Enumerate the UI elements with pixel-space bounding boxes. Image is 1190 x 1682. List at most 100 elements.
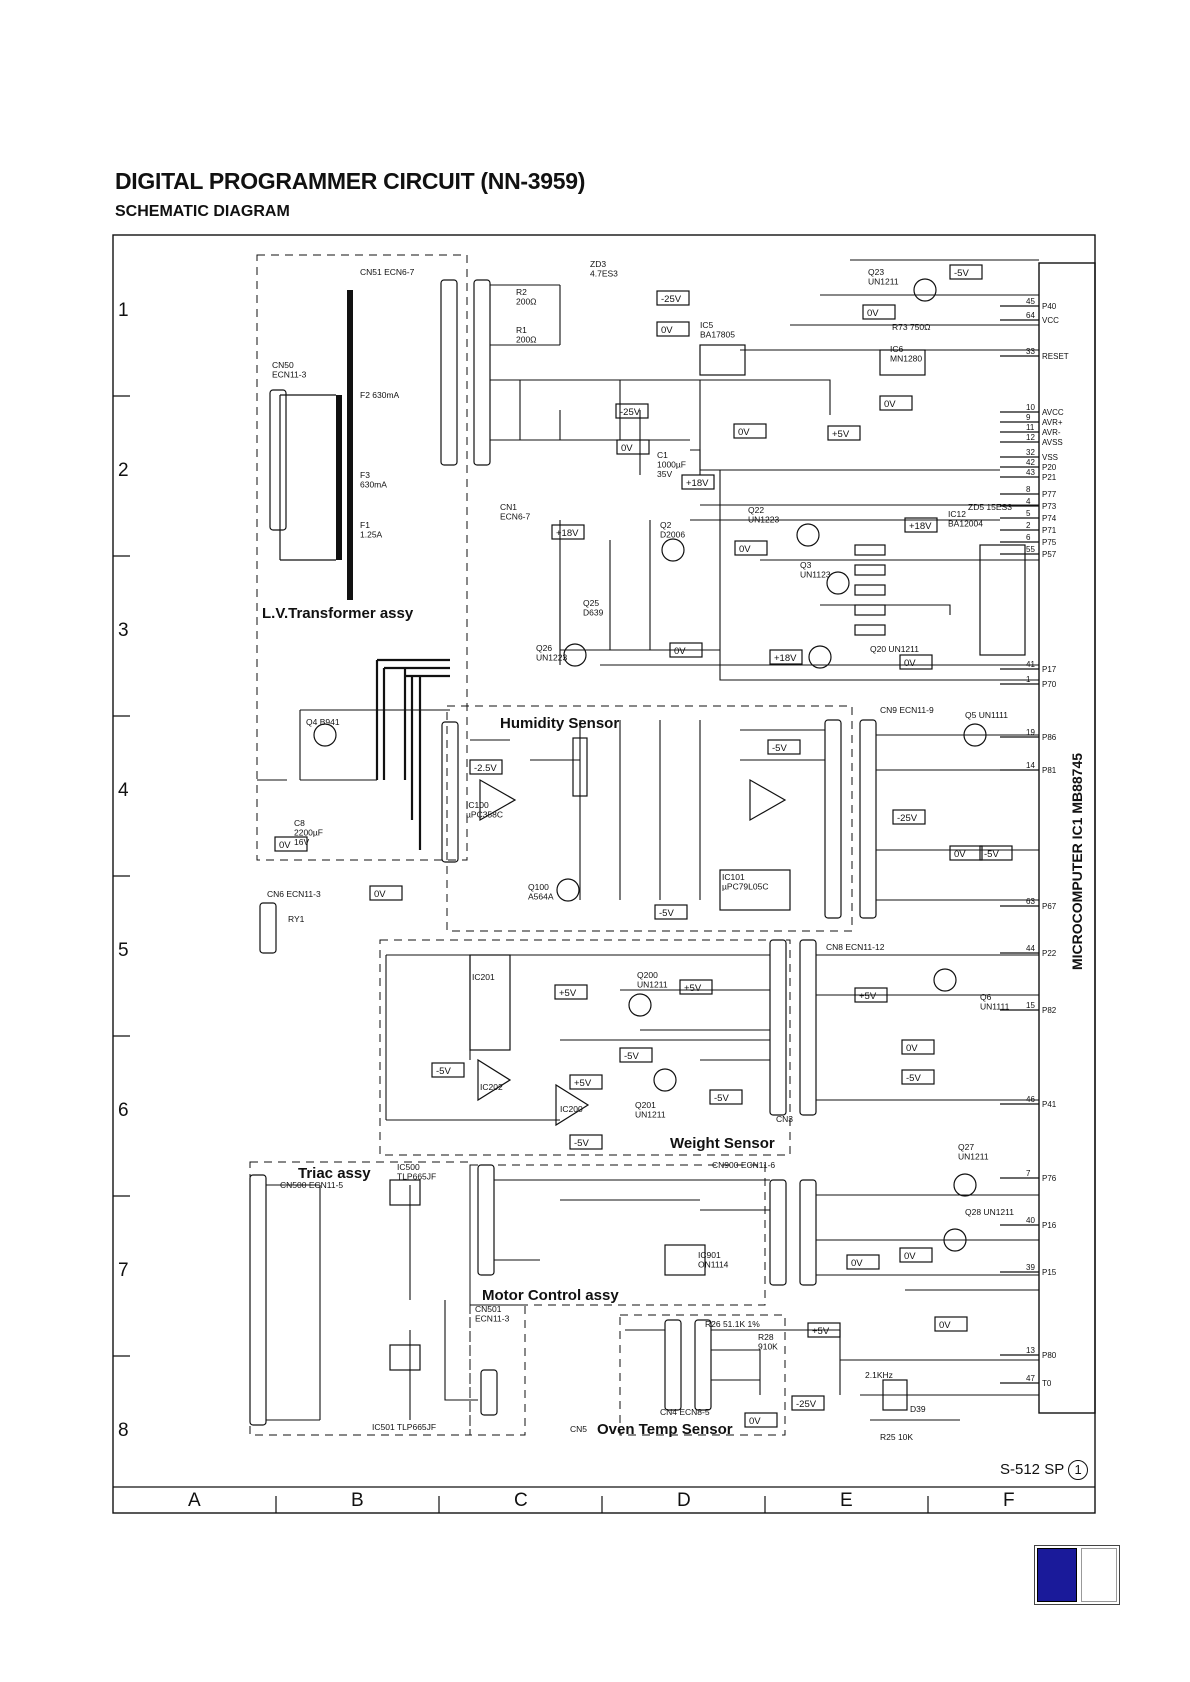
component-q23-line: Q23 bbox=[868, 267, 884, 277]
rail-tag-box bbox=[899, 1247, 933, 1263]
rail-tag-label: +18V bbox=[686, 478, 709, 489]
connector-cn8: CN8 ECN11-12 bbox=[826, 942, 885, 952]
component-q200-line: UN1211 bbox=[637, 980, 668, 990]
rail-tag-label: -5V bbox=[906, 1073, 921, 1084]
mcu-pin-name: P67 bbox=[1042, 902, 1057, 911]
rail-tag-label: 0V bbox=[674, 646, 686, 657]
mcu-label: MICROCOMPUTER IC1 MB88745 bbox=[1069, 753, 1085, 970]
rail-tag-label: 0V bbox=[739, 544, 751, 555]
mcu-pin-number: 40 bbox=[1026, 1216, 1035, 1225]
rail-tag-box bbox=[616, 439, 650, 455]
mcu-pin-name: AVR+ bbox=[1042, 418, 1063, 427]
page-navigator[interactable] bbox=[1034, 1545, 1120, 1605]
connector-cn1-line: CN1 bbox=[500, 502, 517, 512]
component-q6-line: Q6 bbox=[980, 992, 992, 1002]
rail-tag-box bbox=[901, 1069, 935, 1085]
sheet-number: 1 bbox=[1074, 1462, 1082, 1477]
mcu-pin-number: 15 bbox=[1026, 1001, 1035, 1010]
rail-tag-label: -2.5V bbox=[474, 763, 497, 774]
component-r73: R73 750Ω bbox=[892, 322, 931, 332]
rail-tag-label: 0V bbox=[621, 443, 633, 454]
component-r1-line: R1 bbox=[516, 325, 527, 335]
rail-tag: +18V bbox=[551, 524, 585, 540]
rail-tag-label: +5V bbox=[574, 1078, 592, 1089]
component-ic6-line: MN1280 bbox=[890, 354, 922, 364]
row-label-5: 5 bbox=[118, 940, 129, 961]
col-label-A: A bbox=[188, 1490, 201, 1511]
mcu-pin-name: AVR- bbox=[1042, 428, 1061, 437]
component-r2-line: 200Ω bbox=[516, 297, 537, 307]
component-q28: Q28 UN1211 bbox=[965, 1207, 1014, 1217]
component-ic501: IC501 TLP665JF bbox=[372, 1422, 436, 1432]
motor-box bbox=[469, 1164, 766, 1306]
col-label-F: F bbox=[1003, 1490, 1015, 1511]
rail-tag-box bbox=[879, 395, 913, 411]
rail-tag: -2.5V bbox=[469, 759, 503, 775]
component-c8-line: C8 bbox=[294, 818, 305, 828]
component-ic202: IC202 bbox=[480, 1082, 503, 1092]
rail-tag-label: 0V bbox=[884, 399, 896, 410]
rail-tag: +5V bbox=[679, 979, 713, 995]
rail-tag-label: -5V bbox=[772, 743, 787, 754]
rail-tag-label: -5V bbox=[954, 268, 969, 279]
mcu-pin-number: 7 bbox=[1026, 1169, 1031, 1178]
component-ic101-line: µPC79L05C bbox=[722, 882, 768, 892]
rail-tag-box bbox=[709, 1089, 743, 1105]
label-triac: Triac assy bbox=[298, 1165, 371, 1182]
mcu-pin-name: P86 bbox=[1042, 733, 1057, 742]
row-label-6: 6 bbox=[118, 1100, 129, 1121]
component-q2-line: D2006 bbox=[660, 530, 685, 540]
mcu-pin-name: P76 bbox=[1042, 1174, 1057, 1183]
rail-tag-label: +18V bbox=[909, 521, 932, 532]
rail-tag-label: +5V bbox=[559, 988, 577, 999]
rail-tag-label: 0V bbox=[904, 658, 916, 669]
component-ic101-line: IC101 bbox=[722, 872, 745, 882]
rail-tag-box bbox=[949, 845, 983, 861]
rail-tag-label: -5V bbox=[436, 1066, 451, 1077]
mcu-pin-name: P75 bbox=[1042, 538, 1057, 547]
rail-tag-box bbox=[554, 984, 588, 1000]
component-f3-line: 630mA bbox=[360, 480, 387, 490]
rail-tag-box bbox=[679, 979, 713, 995]
connector-cn5: CN5 bbox=[570, 1424, 587, 1434]
rail-tag-label: -25V bbox=[796, 1399, 817, 1410]
row-label-4: 4 bbox=[118, 780, 129, 801]
mcu-pin-name: P22 bbox=[1042, 949, 1057, 958]
component-r28-line: 910K bbox=[758, 1342, 778, 1352]
nav-page-next[interactable] bbox=[1080, 1548, 1117, 1602]
mcu-pin-number: 45 bbox=[1026, 297, 1035, 306]
mcu-pin-name: VSS bbox=[1042, 453, 1058, 462]
component-q2-line: Q2 bbox=[660, 520, 672, 530]
rail-tag: 0V bbox=[862, 304, 896, 320]
mcu-pins: 45P4064VCC33RESET10AVCC9AVR+11AVR-12AVSS… bbox=[1000, 297, 1069, 1388]
page-title: DIGITAL PROGRAMMER CIRCUIT (NN-3959) bbox=[115, 168, 586, 194]
rail-tag: -5V bbox=[431, 1062, 465, 1078]
rail-tag: -25V bbox=[615, 403, 649, 419]
mcu-pin-name: P57 bbox=[1042, 550, 1057, 559]
mcu-pin-name: P20 bbox=[1042, 463, 1057, 472]
rail-tag-label: -25V bbox=[661, 294, 682, 305]
rail-tag-box bbox=[569, 1134, 603, 1150]
mcu-pin-name: P41 bbox=[1042, 1100, 1057, 1109]
component-q200-line: Q200 bbox=[637, 970, 658, 980]
connector-cn3: CN3 bbox=[776, 1114, 793, 1124]
nav-page-current[interactable] bbox=[1037, 1548, 1077, 1602]
rail-tag-label: 0V bbox=[374, 889, 386, 900]
rail-tag-box bbox=[744, 1412, 778, 1428]
component-zd3-line: 4.7ES3 bbox=[590, 269, 618, 279]
connector-cn500: CN500 ECN11-5 bbox=[280, 1180, 343, 1190]
col-label-B: B bbox=[351, 1490, 364, 1511]
connector-cn50-line: ECN11-3 bbox=[272, 370, 307, 380]
